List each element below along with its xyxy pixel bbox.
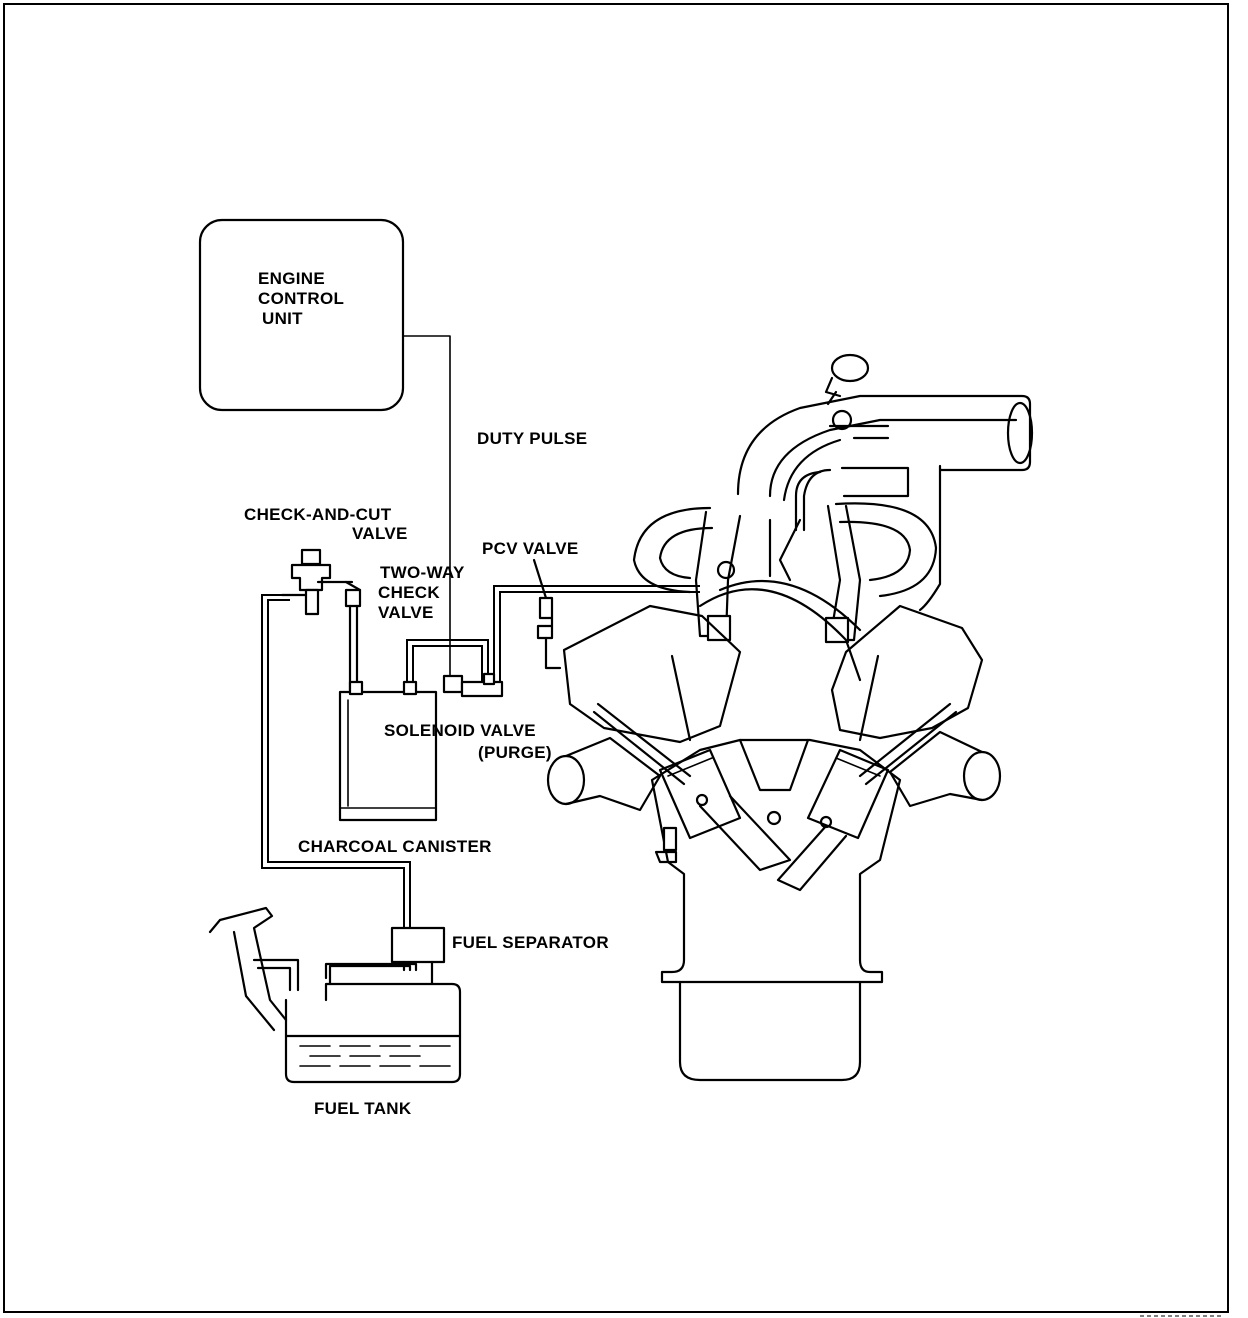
engine-control-unit: ENGINE CONTROL UNIT [198, 218, 405, 412]
ecu-label-line2: CONTROL [258, 289, 344, 308]
fuel-tank-label: FUEL TANK [314, 1099, 412, 1118]
vapor-line-tank [261, 594, 405, 928]
duty-pulse-wire [402, 335, 451, 677]
charcoal-canister [338, 680, 438, 822]
v-engine [546, 353, 1034, 1082]
page-frame [3, 3, 1229, 1313]
two-way-label-line2: CHECK [378, 583, 440, 602]
check-and-cut-label-line2: VALVE [352, 524, 408, 543]
fuel-separator [390, 926, 446, 986]
purge-line-intake [493, 585, 700, 682]
purge-line-canister [406, 639, 489, 684]
solenoid-valve-purge [442, 672, 504, 698]
two-way-label-line3: VALVE [378, 603, 434, 622]
check-and-cut-valve [280, 548, 354, 616]
solenoid-label-line2: (PURGE) [478, 743, 552, 762]
pcv-valve [532, 558, 562, 670]
pcv-valve-label: PCV VALVE [482, 539, 579, 558]
charcoal-canister-label: CHARCOAL CANISTER [298, 837, 492, 856]
ecu-label-line3: UNIT [262, 309, 303, 328]
fuel-tank [208, 906, 462, 1084]
two-way-check-valve [344, 580, 362, 692]
solenoid-label-line1: SOLENOID VALVE [384, 721, 536, 740]
two-way-label-line1: TWO-WAY [380, 563, 465, 582]
ecu-label-line1: ENGINE [258, 269, 325, 288]
duty-pulse-label: DUTY PULSE [477, 429, 587, 448]
fuel-separator-label: FUEL SEPARATOR [452, 933, 609, 952]
check-and-cut-label-line1: CHECK-AND-CUT [244, 505, 392, 524]
